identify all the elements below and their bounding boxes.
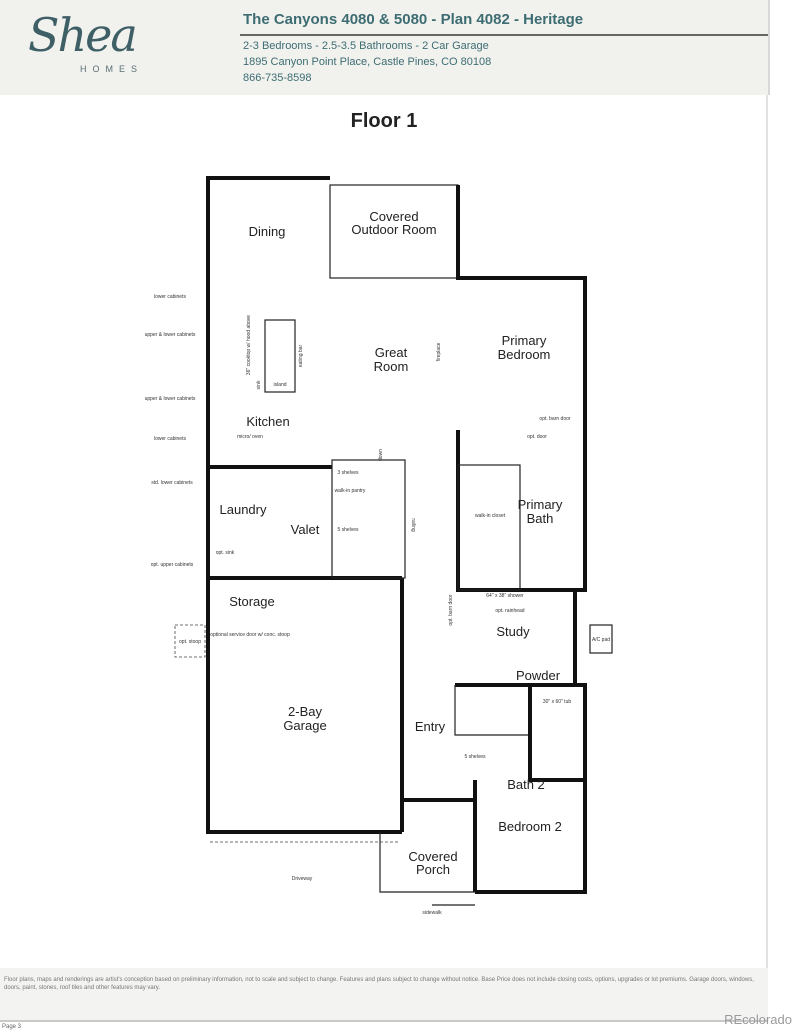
note-tub: 30" x 60" tub — [543, 699, 572, 705]
watermark: REcolorado — [724, 1012, 792, 1027]
room-primary-bath-line1: Primary — [518, 497, 563, 512]
room-covered-outdoor-line2: Outdoor Room — [351, 222, 436, 237]
note-opt-stoop: opt. stoop — [179, 639, 201, 645]
note-opt-barn-door-2: opt. barn door — [448, 594, 454, 625]
note-std-lower-cabinets: std. lower cabinets — [151, 480, 193, 486]
page-number: Page 3 — [2, 1024, 22, 1030]
plan-phone: 866-735-8598 — [243, 72, 312, 84]
note-cooktop: 36" cooktop w/ hood above — [246, 315, 252, 375]
note-upper-lower-cabinets: upper & lower cabinets — [145, 332, 196, 338]
note-shower: 64" x 38" shower — [486, 593, 524, 599]
footer: Floor plans, maps and renderings are art… — [0, 968, 768, 1022]
note-upper-lower-cabinets-2: upper & lower cabinets — [145, 396, 196, 402]
note-island: island — [273, 382, 286, 388]
note-railing: railing — [410, 518, 416, 532]
walls — [174, 176, 613, 906]
logo-subtext: HOMES — [80, 64, 144, 74]
room-powder: Powder — [516, 668, 561, 683]
note-opt-sink: opt. sink — [216, 550, 235, 556]
note-down: down — [378, 449, 384, 461]
note-5-shelves: 5 shelves — [337, 527, 359, 533]
page-border — [766, 95, 768, 1020]
title-divider — [240, 34, 768, 36]
room-dining: Dining — [249, 224, 286, 239]
note-opt-barn-door: opt. barn door — [539, 416, 570, 422]
note-opt-rainhead: opt. rainhead — [495, 608, 524, 614]
note-ac-pad: A/C pad — [592, 637, 610, 643]
note-micro-oven: micro/ oven — [237, 434, 263, 440]
note-fireplace: fireplace — [436, 342, 442, 361]
room-bath-2: Bath 2 — [507, 777, 545, 792]
note-eating-bar: eating bar — [298, 345, 304, 368]
room-covered-porch-line2: Porch — [416, 862, 450, 877]
room-entry: Entry — [415, 719, 446, 734]
room-primary-bedroom-line1: Primary — [502, 333, 547, 348]
room-great-line1: Great — [375, 345, 408, 360]
logo-text: Shea — [28, 8, 138, 62]
note-walk-in-pantry: walk-in pantry — [335, 488, 366, 494]
room-laundry: Laundry — [220, 502, 267, 517]
header: Shea HOMES The Canyons 4080 & 5080 - Pla… — [0, 0, 770, 95]
room-study: Study — [496, 624, 530, 639]
room-storage: Storage — [229, 594, 275, 609]
note-service-door: optional service door w/ conc. stoop — [210, 632, 290, 638]
plan-address: 1895 Canyon Point Place, Castle Pines, C… — [243, 56, 492, 68]
note-walk-in-closet: walk-in closet — [475, 513, 506, 519]
note-opt-upper-cabinets: opt. upper cabinets — [151, 562, 194, 568]
note-opt-door: opt. door — [527, 434, 547, 440]
room-primary-bedroom-line2: Bedroom — [498, 347, 551, 362]
room-covered-outdoor-line1: Covered — [369, 209, 418, 224]
room-garage-line2: Garage — [283, 718, 326, 733]
room-valet: Valet — [291, 522, 320, 537]
note-driveway: Driveway — [292, 876, 313, 882]
plan-title: The Canyons 4080 & 5080 - Plan 4082 - He… — [243, 11, 584, 28]
plan-specs: 2-3 Bedrooms - 2.5-3.5 Bathrooms - 2 Car… — [243, 40, 489, 52]
note-sidewalk: sidewalk — [422, 910, 442, 916]
shea-homes-logo: Shea HOMES — [22, 8, 202, 82]
note-sink: sink — [256, 380, 262, 389]
note-5-shelves-2: 5 shelves — [464, 754, 486, 760]
room-kitchen: Kitchen — [246, 414, 289, 429]
room-covered-porch-line1: Covered — [408, 849, 457, 864]
floor-title: Floor 1 — [350, 110, 418, 132]
disclaimer: Floor plans, maps and renderings are art… — [4, 977, 754, 991]
note-3-shelves: 3 shelves — [337, 470, 359, 476]
note-lower-cabinets: lower cabinets — [154, 294, 186, 300]
room-bedroom-2: Bedroom 2 — [498, 819, 562, 834]
note-lower-cabinets-2: lower cabinets — [154, 436, 186, 442]
room-primary-bath-line2: Bath — [527, 511, 554, 526]
room-great-line2: Room — [374, 359, 409, 374]
room-garage-line1: 2-Bay — [288, 704, 322, 719]
